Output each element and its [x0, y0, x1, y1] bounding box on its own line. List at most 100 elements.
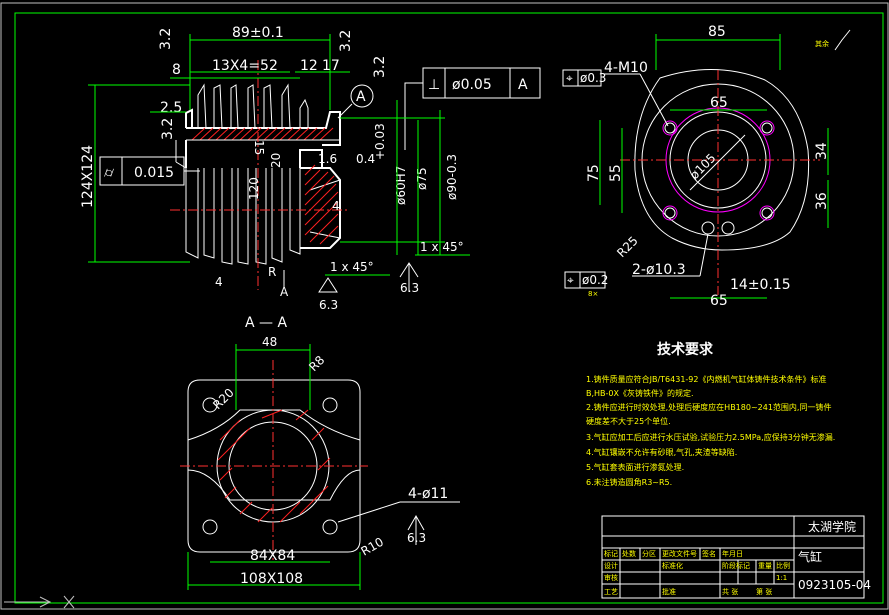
fcf-pos-symbol-2: ⌖ — [567, 273, 574, 287]
top-view-outline — [634, 68, 810, 251]
inner-frame — [14, 12, 884, 604]
dim-36: 36 — [814, 192, 830, 210]
dim-120: 120 — [247, 177, 261, 200]
dim-4-v: 4 — [332, 199, 340, 213]
flange-outline — [187, 379, 361, 553]
dim-d75: ø75 — [415, 167, 429, 190]
dim-15: 15 — [252, 140, 266, 155]
dim-overall-width: 89±0.1 — [232, 25, 284, 41]
dim-height-124: 124X124 — [80, 145, 96, 208]
note-1b: B,HB-0X《灰铸铁件》的规定. — [586, 388, 694, 398]
tb-sign: 签名 — [702, 549, 716, 558]
note-5: 5.气缸套表面进行渗氮处理. — [586, 462, 684, 472]
dim-2-5: 2.5 — [160, 100, 182, 116]
dim-r20: R20 — [210, 386, 237, 413]
dim-65-bottom: 65 — [710, 293, 728, 309]
chamfer-1: 1 x 45° — [330, 260, 374, 274]
tb-mark: 标记 — [604, 549, 618, 558]
dim-12: 12 — [300, 58, 318, 74]
drawing-number: 0923105-04 — [798, 578, 871, 592]
technical-notes: 技术要求 1.铸件质量应符合JB/T6431-92《内燃机气缸体铸件技术条件》标… — [586, 341, 835, 487]
note-6: 6.未注铸造圆角R3~R5. — [586, 477, 672, 487]
dim-108: 108X108 — [240, 571, 303, 587]
upper-flange — [185, 108, 341, 146]
tb-check: 审核 — [604, 573, 618, 582]
dim-r8: R8 — [306, 353, 327, 374]
notes-heading: 技术要求 — [657, 341, 714, 358]
fcf-pos-tol: ø0.3 — [580, 71, 606, 85]
bore-wall — [185, 140, 341, 249]
fcf-perp-datum: A — [518, 77, 528, 93]
dim-75: 75 — [586, 164, 602, 182]
lower-fins — [185, 168, 301, 265]
dim-34: 34 — [814, 142, 830, 160]
part-name: 气缸 — [798, 549, 822, 564]
thread-holes — [662, 120, 775, 221]
dim-20: 20 — [269, 153, 283, 168]
tb-total: 共 张 — [722, 587, 738, 596]
tb-stage: 阶段标记 — [722, 561, 750, 570]
dim-48: 48 — [262, 335, 277, 349]
rough-32-b: 3.2 — [338, 30, 354, 52]
fcf-cyl-symbol: ⌭ — [104, 165, 114, 181]
tb-date: 年月日 — [722, 549, 743, 558]
dim-4-b: 4 — [215, 275, 223, 289]
note-3: 3.气缸应加工后应进行水压试验,试验压力2.5MPa,应保持3分钟无渗漏. — [586, 432, 835, 442]
bottom-view: 48 R8 R20 4-ø11 R10 6.3 84X84 108X108 — [180, 335, 460, 590]
section-hatch-bottom — [304, 164, 339, 245]
dim-84: 84X84 — [250, 548, 295, 564]
dim-d90: ø90-0.3 — [445, 154, 459, 200]
title-block: 太湖学院 气缸 0923105-04 标记 处数 分区 更改文件号 签名 年月日… — [601, 515, 871, 599]
ucs-icon — [4, 595, 75, 609]
dim-55: 55 — [608, 164, 624, 182]
tb-approve: 批准 — [662, 587, 676, 596]
section-view: 89±0.1 13X4=52 12 17 8 3.2 3.2 3.2 3.2 2… — [80, 25, 541, 331]
dim-85: 85 — [708, 24, 726, 40]
dim-1-6: 1.6 — [318, 152, 337, 166]
tb-scale: 1:1 — [776, 574, 787, 582]
tb-process: 工艺 — [604, 588, 618, 596]
bore-hatch — [217, 409, 331, 523]
tb-zone: 分区 — [642, 549, 656, 558]
school-name: 太湖学院 — [808, 519, 856, 534]
dim-r10: R10 — [359, 535, 386, 559]
flange-holes — [202, 397, 338, 535]
fcf-cyl-value: 0.015 — [134, 165, 174, 181]
rough-32-c: 3.2 — [372, 56, 388, 78]
fcf-pos-tol-2: ø0.2 — [582, 273, 608, 287]
note-1: 1.铸件质量应符合JB/T6431-92《内燃机气缸体铸件技术条件》标准 — [586, 374, 827, 384]
section-hatch-top — [191, 127, 334, 141]
tb-change: 更改文件号 — [662, 549, 697, 558]
rough-32-a: 3.2 — [158, 28, 174, 50]
dim-65-top: 65 — [710, 95, 728, 111]
thread-callout: 4-M10 — [604, 60, 648, 76]
hole-callout-4: 4-ø11 — [408, 486, 448, 502]
tb-sheet: 第 张 — [756, 587, 772, 596]
datum-a-bottom: A — [280, 285, 289, 299]
rough-6-3-c: 6.3 — [407, 531, 426, 545]
fcf-perp-value: ø0.05 — [452, 77, 492, 93]
note-4: 4.气缸镶嵌不允许有砂眼,气孔,夹渣等缺陷. — [586, 447, 737, 457]
dim-tol-sup: +0.03 — [373, 123, 387, 160]
section-label: A — A — [245, 315, 287, 331]
dim-8: 8 — [172, 62, 181, 78]
hole-callout: 2-ø10.3 — [632, 262, 686, 278]
tb-standard: 标准化 — [662, 561, 683, 570]
rough-6-3-b: 6.3 — [400, 281, 419, 295]
dim-fin-pitch: 13X4=52 — [212, 58, 278, 74]
dim-slot: 14±0.15 — [730, 277, 791, 293]
chamfer-2: 1 x 45° — [420, 240, 464, 254]
tb-count: 处数 — [622, 549, 636, 558]
note-2: 2.铸件应进行时效处理,处理后硬度应在HB180~241范围内,同一铸件 — [586, 402, 831, 412]
dim-d60: ø60H7 — [394, 166, 408, 205]
fcf-perp-symbol: ⊥ — [428, 77, 440, 93]
rough-32-d: 3.2 — [160, 118, 176, 140]
top-view: 85 65 65 ⌖ ø0.3 4-M10 75 55 34 36 ø105 R… — [562, 24, 851, 309]
fcf-pos-symbol: ⌖ — [566, 71, 573, 85]
dim-17: 17 — [322, 58, 340, 74]
note-2b: 硬度差不大于25个单位. — [586, 416, 671, 426]
rough-6-3-a: 6.3 — [319, 298, 338, 312]
tb-ratio: 比例 — [776, 561, 790, 570]
